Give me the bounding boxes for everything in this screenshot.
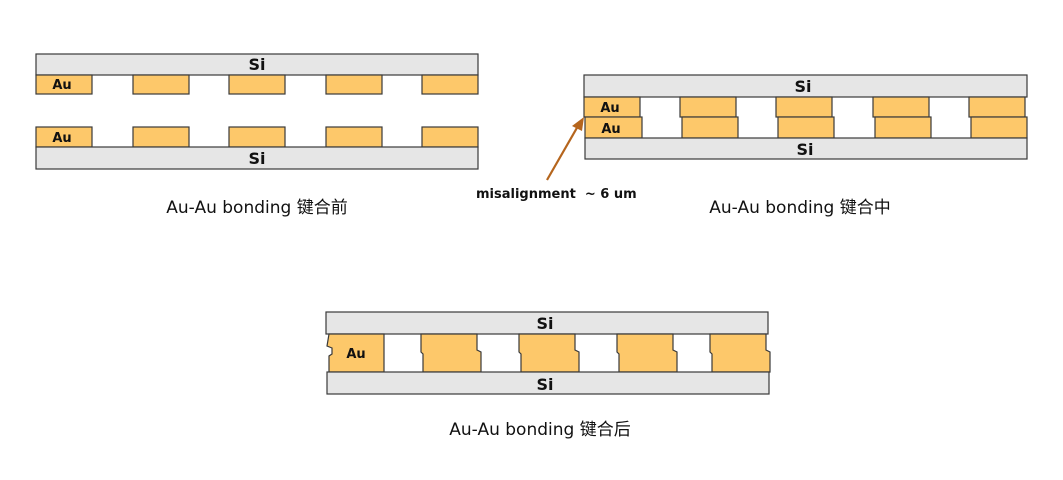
au-label-bottom: Au bbox=[601, 122, 620, 137]
si-label-bottom: Si bbox=[536, 375, 553, 394]
au-pad bbox=[228, 74, 286, 95]
au-pad bbox=[132, 74, 190, 95]
au-pad bbox=[132, 126, 190, 148]
au-pad bbox=[421, 74, 479, 95]
si-wafer-bottom bbox=[584, 137, 1028, 160]
si-label-bottom: Si bbox=[248, 149, 265, 168]
au-pad bbox=[325, 74, 383, 95]
au-pad bbox=[325, 126, 383, 148]
au-pad bbox=[35, 74, 93, 95]
au-label-top: Au bbox=[600, 101, 619, 116]
misalignment-arrow bbox=[546, 125, 579, 181]
au-merged-pad bbox=[616, 333, 678, 373]
au-merged-pad bbox=[518, 333, 580, 373]
au-pad bbox=[872, 96, 930, 118]
au-pad bbox=[874, 116, 932, 139]
caption-after: Au-Au bonding 键合后 bbox=[449, 420, 630, 440]
si-label-bottom: Si bbox=[796, 140, 813, 159]
si-wafer-bottom bbox=[35, 146, 479, 170]
au-merged-pad bbox=[326, 333, 385, 373]
caption-before: Au-Au bonding 键合前 bbox=[166, 198, 347, 218]
au-merged-pad bbox=[709, 333, 771, 373]
panel-after: Si Au Si Au-Au bonding 键合后 bbox=[325, 311, 771, 440]
arrowhead-icon bbox=[572, 117, 584, 131]
au-label: Au bbox=[346, 347, 365, 362]
au-label-bottom: Au bbox=[52, 131, 71, 146]
au-pad bbox=[968, 96, 1026, 118]
au-label-top: Au bbox=[52, 78, 71, 93]
si-label-top: Si bbox=[536, 314, 553, 333]
panel-before: Si Au Au Si Au-Au bonding 键合前 bbox=[35, 53, 479, 218]
si-label-top: Si bbox=[794, 77, 811, 96]
panel-during: Si Au Au Si misalignment ~ 6 um Au-Au bo… bbox=[476, 74, 1028, 218]
misalignment-note: misalignment ~ 6 um bbox=[476, 187, 637, 202]
au-pad bbox=[228, 126, 286, 148]
au-merged-pad bbox=[420, 333, 482, 373]
au-pad bbox=[681, 116, 739, 139]
si-label-top: Si bbox=[248, 55, 265, 74]
si-wafer-bottom bbox=[326, 371, 770, 395]
caption-during: Au-Au bonding 键合中 bbox=[709, 198, 890, 218]
au-pad bbox=[775, 96, 833, 118]
au-pad bbox=[679, 96, 737, 118]
au-pad bbox=[777, 116, 835, 139]
au-pad bbox=[970, 116, 1028, 139]
au-pad bbox=[421, 126, 479, 148]
